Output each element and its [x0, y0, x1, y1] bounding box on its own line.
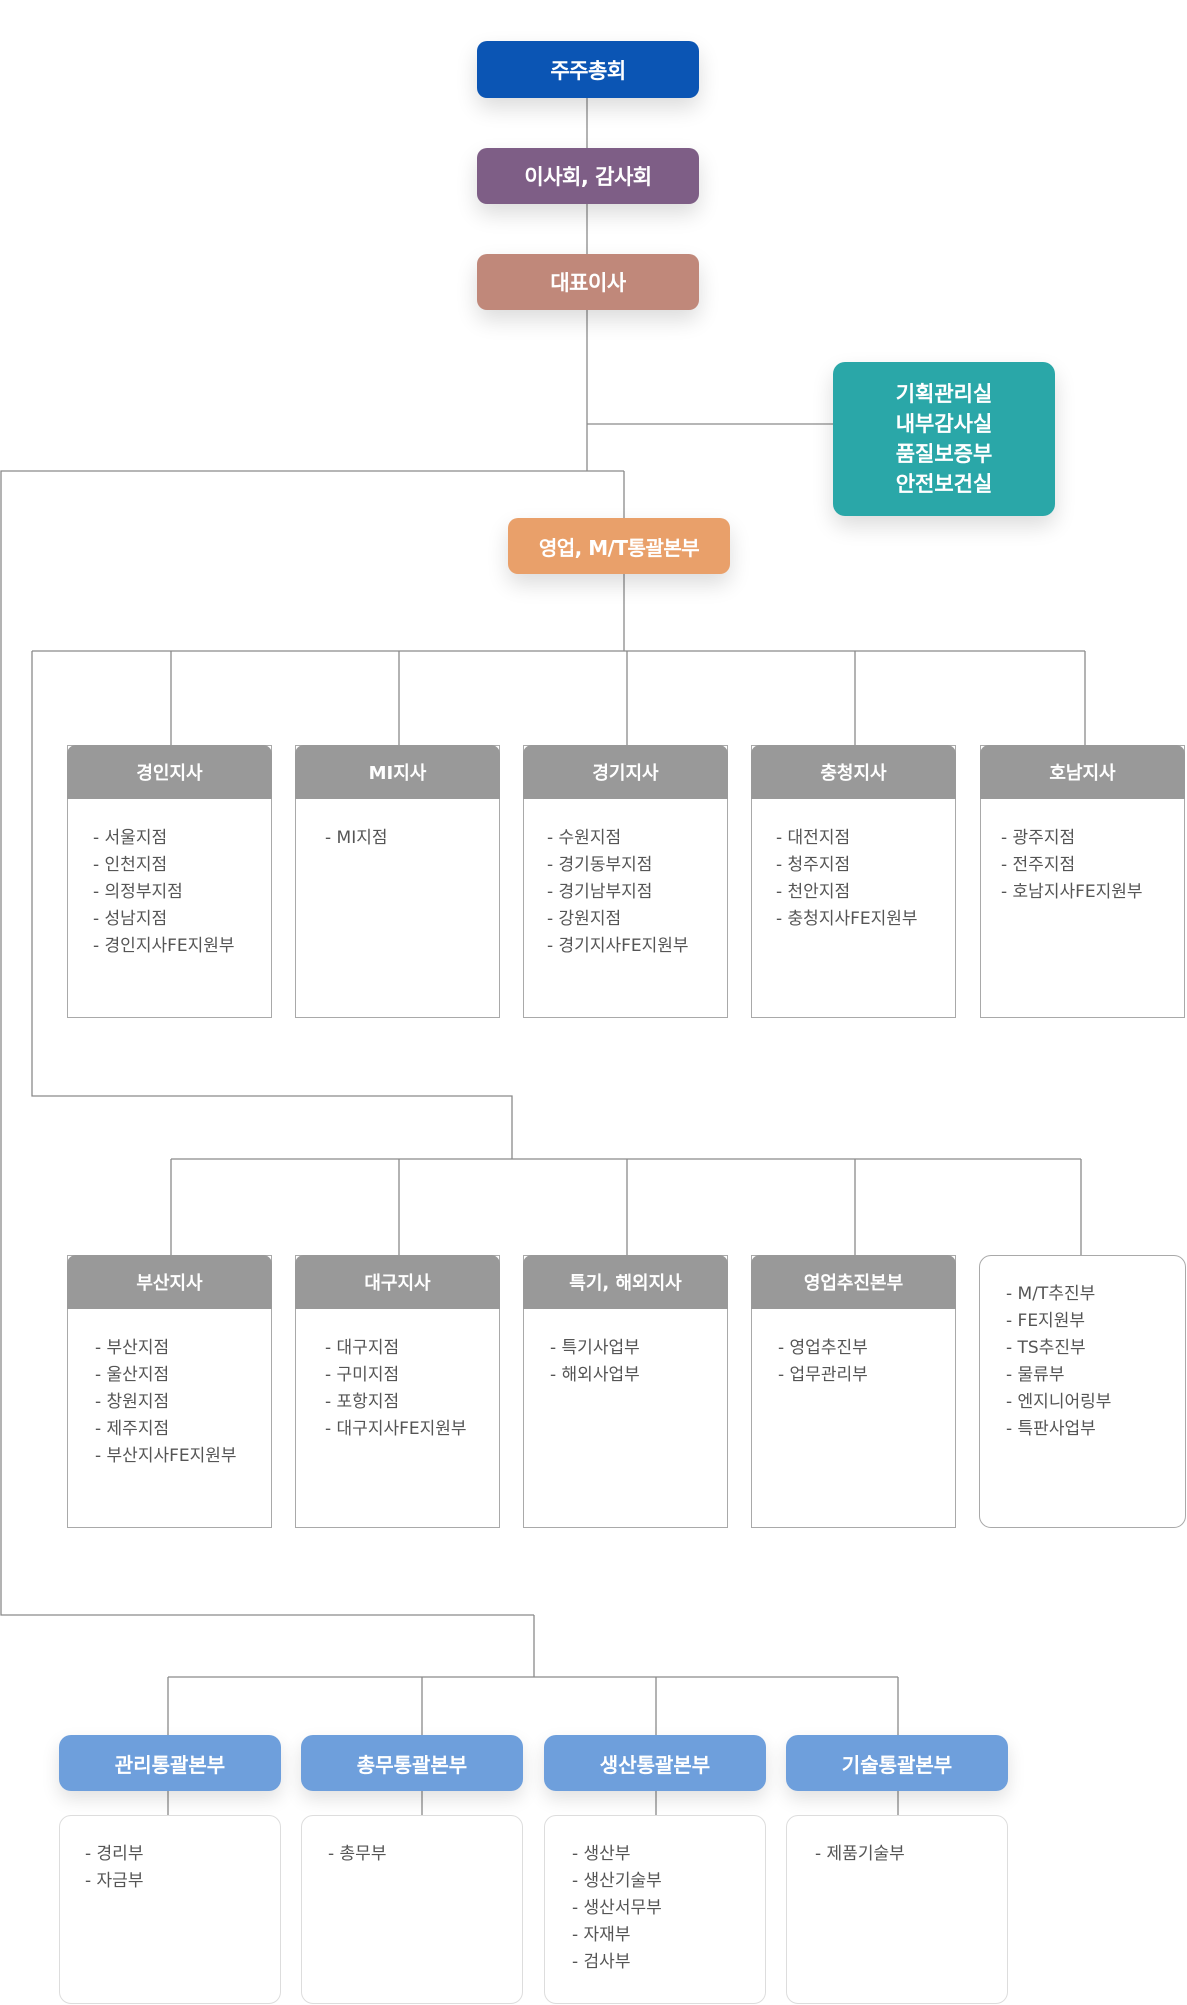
branch-title: MI지사 — [295, 745, 500, 799]
branch-card: 특기, 해외지사 - 특기사업부 - 해외사업부 — [523, 1255, 728, 1528]
branch-card: 충청지사 - 대전지점 - 청주지점 - 천안지점 - 충청지사FE지원부 — [751, 745, 956, 1018]
list-item: - 광주지점 — [1001, 828, 1076, 848]
staff-office-label: 내부감사실 — [895, 412, 993, 436]
list-item: - 구미지점 — [325, 1365, 400, 1385]
list-item: - 물류부 — [1006, 1365, 1065, 1385]
list-item: - 총무부 — [328, 1844, 387, 1864]
branch-card: 부산지사 - 부산지점 - 울산지점 - 창원지점 - 제주지점 - 부산지사F… — [67, 1255, 272, 1528]
branch-item-list: - 광주지점 - 전주지점 - 호남지사FE지원부 — [1001, 825, 1143, 906]
division-title: 기술통괄본부 — [786, 1735, 1008, 1791]
branch-title: 부산지사 — [67, 1255, 272, 1309]
branch-title: 대구지사 — [295, 1255, 500, 1309]
list-item: - 수원지점 — [547, 828, 622, 848]
division-title: 관리통괄본부 — [59, 1735, 281, 1791]
list-item: - 경기지사FE지원부 — [547, 936, 689, 956]
branch-card: 호남지사 - 광주지점 - 전주지점 - 호남지사FE지원부 — [980, 745, 1185, 1018]
division-item-list: - 총무부 — [328, 1841, 386, 1868]
list-item: - 충청지사FE지원부 — [776, 909, 918, 929]
list-item: - 포항지점 — [325, 1392, 400, 1412]
branch-card: 영업추진본부 - 영업추진부 - 업무관리부 — [751, 1255, 956, 1528]
list-item: - 특판사업부 — [1006, 1419, 1096, 1439]
staff-office-label: 기획관리실 — [895, 382, 993, 406]
branch-card: 경기지사 - 수원지점 - 경기동부지점 - 경기남부지점 - 강원지점 - 경… — [523, 745, 728, 1018]
division-body: - 제품기술부 — [786, 1815, 1008, 2004]
branch-item-list: - 특기사업부 - 해외사업부 — [550, 1335, 640, 1389]
branch-title: 영업추진본부 — [751, 1255, 956, 1309]
list-item: - 의정부지점 — [93, 882, 183, 902]
branch-item-list: - 영업추진부 - 업무관리부 — [778, 1335, 868, 1389]
list-item: - 자재부 — [572, 1925, 631, 1945]
list-item: - 영업추진부 — [778, 1338, 868, 1358]
list-item: - FE지원부 — [1006, 1311, 1085, 1331]
board-node: 이사회, 감사회 — [477, 148, 699, 204]
list-item: - 성남지점 — [93, 909, 168, 929]
division-item-list: - 제품기술부 — [815, 1841, 905, 1868]
list-item: - 생산부 — [572, 1844, 631, 1864]
list-item: - 강원지점 — [547, 909, 622, 929]
list-item: - 대구지사FE지원부 — [325, 1419, 467, 1439]
list-item: - MI지점 — [325, 828, 388, 848]
division-title: 총무통괄본부 — [301, 1735, 523, 1791]
staff-office-label: 품질보증부 — [895, 442, 993, 466]
branch-card: MI지사 - MI지점 — [295, 745, 500, 1018]
list-item: - 해외사업부 — [550, 1365, 640, 1385]
list-item: - 서울지점 — [93, 828, 168, 848]
list-item: - 경인지사FE지원부 — [93, 936, 235, 956]
mt-units-card: - M/T추진부 - FE지원부 - TS추진부 - 물류부 - 엔지니어링부 … — [979, 1255, 1186, 1528]
list-item: - 대전지점 — [776, 828, 851, 848]
branch-item-list: - 부산지점 - 울산지점 - 창원지점 - 제주지점 - 부산지사FE지원부 — [95, 1335, 237, 1470]
division-body: - 생산부 - 생산기술부 - 생산서무부 - 자재부 - 검사부 — [544, 1815, 766, 2004]
list-item: - 엔지니어링부 — [1006, 1392, 1112, 1412]
list-item: - 창원지점 — [95, 1392, 170, 1412]
branch-item-list: - 수원지점 - 경기동부지점 - 경기남부지점 - 강원지점 - 경기지사FE… — [547, 825, 689, 960]
division-item-list: - 생산부 - 생산기술부 - 생산서무부 - 자재부 - 검사부 — [572, 1841, 662, 1976]
division-title: 생산통괄본부 — [544, 1735, 766, 1791]
mt-unit-list: - M/T추진부 - FE지원부 - TS추진부 - 물류부 - 엔지니어링부 … — [1006, 1281, 1111, 1443]
branch-title: 경인지사 — [67, 745, 272, 799]
list-item: - 검사부 — [572, 1952, 631, 1972]
branch-title: 충청지사 — [751, 745, 956, 799]
division-body: - 경리부 - 자금부 — [59, 1815, 281, 2004]
branch-card: 대구지사 - 대구지점 - 구미지점 - 포항지점 - 대구지사FE지원부 — [295, 1255, 500, 1528]
list-item: - M/T추진부 — [1006, 1284, 1096, 1304]
list-item: - 업무관리부 — [778, 1365, 868, 1385]
branch-item-list: - 대구지점 - 구미지점 - 포항지점 - 대구지사FE지원부 — [325, 1335, 467, 1443]
list-item: - 경기남부지점 — [547, 882, 653, 902]
staff-offices-box: 기획관리실 내부감사실 품질보증부 안전보건실 — [833, 362, 1055, 516]
list-item: - 인천지점 — [93, 855, 168, 875]
sales-mt-hq-node: 영업, M/T통괄본부 — [508, 518, 730, 574]
branch-item-list: - MI지점 — [325, 825, 388, 852]
list-item: - 전주지점 — [1001, 855, 1076, 875]
list-item: - 특기사업부 — [550, 1338, 640, 1358]
division-body: - 총무부 — [301, 1815, 523, 2004]
list-item: - TS추진부 — [1006, 1338, 1086, 1358]
branch-title: 호남지사 — [980, 745, 1185, 799]
list-item: - 제품기술부 — [815, 1844, 905, 1864]
list-item: - 자금부 — [85, 1871, 144, 1891]
list-item: - 경기동부지점 — [547, 855, 653, 875]
list-item: - 청주지점 — [776, 855, 851, 875]
branch-title: 경기지사 — [523, 745, 728, 799]
list-item: - 제주지점 — [95, 1419, 170, 1439]
list-item: - 경리부 — [85, 1844, 144, 1864]
branch-item-list: - 대전지점 - 청주지점 - 천안지점 - 충청지사FE지원부 — [776, 825, 918, 933]
list-item: - 생산서무부 — [572, 1898, 662, 1918]
staff-office-label: 안전보건실 — [895, 472, 993, 496]
list-item: - 부산지사FE지원부 — [95, 1446, 237, 1466]
list-item: - 천안지점 — [776, 882, 851, 902]
ceo-node: 대표이사 — [477, 254, 699, 310]
list-item: - 대구지점 — [325, 1338, 400, 1358]
division-item-list: - 경리부 - 자금부 — [85, 1841, 143, 1895]
list-item: - 호남지사FE지원부 — [1001, 882, 1143, 902]
shareholders-meeting-node: 주주총회 — [477, 41, 699, 98]
branch-title: 특기, 해외지사 — [523, 1255, 728, 1309]
list-item: - 부산지점 — [95, 1338, 170, 1358]
list-item: - 생산기술부 — [572, 1871, 662, 1891]
branch-item-list: - 서울지점 - 인천지점 - 의정부지점 - 성남지점 - 경인지사FE지원부 — [93, 825, 235, 960]
branch-card: 경인지사 - 서울지점 - 인천지점 - 의정부지점 - 성남지점 - 경인지사… — [67, 745, 272, 1018]
list-item: - 울산지점 — [95, 1365, 170, 1385]
